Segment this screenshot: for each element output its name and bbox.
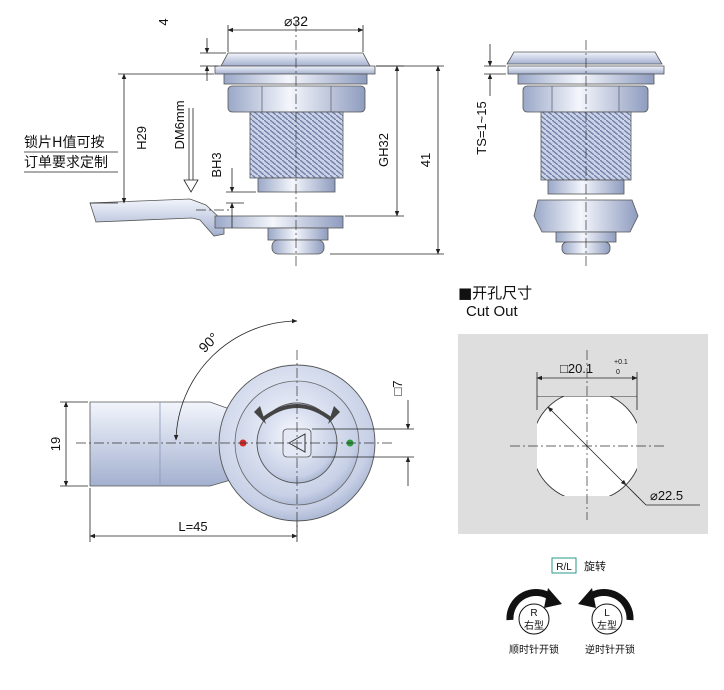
side-view: ⌀32 4 H29 DM6mm BH3 GH32 41 锁片: [24, 13, 444, 268]
left-type-label: 左型: [597, 619, 617, 632]
cutout-title-en: Cut Out: [466, 303, 519, 320]
threaded-body: [249, 111, 344, 179]
cutout-title-cn: ■开孔尺寸: [458, 284, 532, 302]
dim-diameter-label: ⌀32: [284, 13, 308, 29]
rl-badge-label: 旋转: [584, 559, 606, 573]
dim-41-label: 41: [418, 153, 433, 167]
left-caption: 逆时针开锁: [585, 643, 635, 656]
note-line-2: 订单要求定制: [24, 155, 108, 171]
dim-gh32-label: GH32: [376, 133, 391, 167]
dim-ts-label: TS=1~15: [474, 101, 489, 155]
lock-flange: [214, 65, 376, 75]
cutout-circle-dim: ⌀22.5: [650, 488, 683, 503]
lock-cap: [220, 52, 371, 67]
right-type-label: 右型: [524, 619, 544, 632]
rotation-section: R/L 旋转 R 右型 顺时针开锁 L 左型 逆时针开锁: [506, 557, 635, 656]
rl-badge-text: R/L: [556, 562, 572, 573]
left-letter: L: [604, 608, 610, 619]
dim-thickness-label: 4: [156, 18, 171, 25]
dim-height-label: 19: [48, 437, 63, 451]
cam-plate: [214, 215, 344, 229]
right-caption: 顺时针开锁: [509, 643, 559, 656]
dim-stem-label: DM6mm: [172, 100, 187, 149]
right-type-icon: R 右型 顺时针开锁: [506, 588, 562, 656]
right-view: TS=1~15: [474, 40, 665, 268]
front-view: 90° 19 L=45 □7: [48, 318, 414, 542]
dim-bh3-label: BH3: [209, 152, 224, 177]
cutout-tol-plus: +0.1: [614, 359, 628, 366]
dim-h29-label: H29: [134, 126, 149, 150]
rl-badge: [551, 557, 577, 574]
cutout-tol-minus: 0: [616, 369, 620, 376]
cam-arm: [89, 401, 239, 487]
note-line-1: 锁片H值可按: [24, 135, 105, 151]
bottom-screw: [267, 227, 329, 241]
hex-nut: [227, 85, 366, 113]
cam-blade: [89, 198, 225, 237]
body-base: [257, 177, 336, 193]
lock-washer: [223, 73, 368, 85]
dim-length-label: L=45: [178, 519, 207, 534]
left-type-icon: L 左型 逆时针开锁: [578, 588, 635, 656]
right-letter: R: [530, 608, 537, 619]
dim-square-label: □7: [390, 380, 405, 395]
cutout-square-dim: □20.1: [560, 361, 593, 376]
cutout-section: ■开孔尺寸 Cut Out □20.1 +0.1 0 ⌀22.5: [458, 284, 708, 534]
